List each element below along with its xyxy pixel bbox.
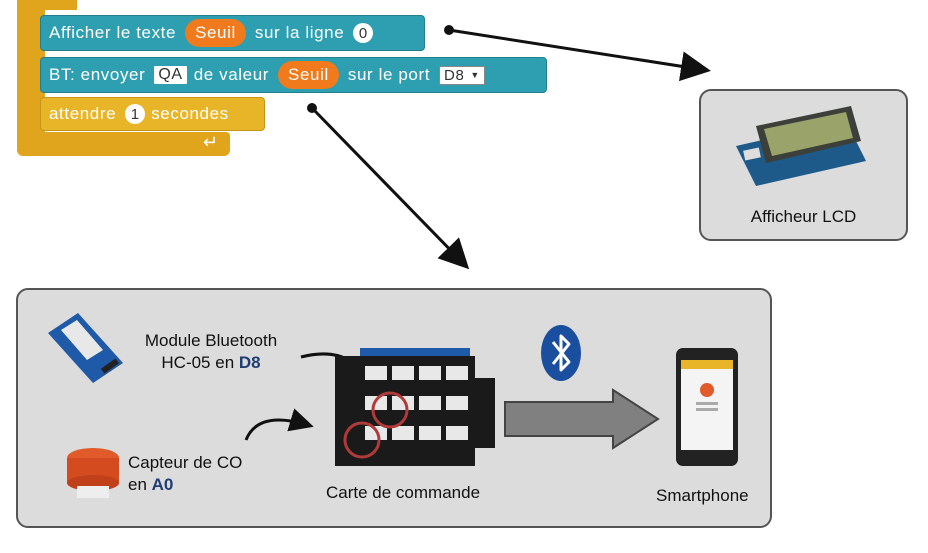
attendre-label: attendre: [49, 104, 117, 123]
bluetooth-line2: HC-05 en D8: [136, 352, 286, 374]
co-prefix: en: [128, 475, 152, 494]
port-value: D8: [444, 66, 465, 84]
bt-label: BT: envoyer: [49, 65, 146, 84]
afficher-label: Afficher le texte: [49, 23, 177, 42]
bt-name-input[interactable]: QA: [154, 66, 187, 84]
ligne-label: sur la ligne: [254, 23, 345, 42]
dropdown-arrow-icon: ▼: [470, 70, 480, 80]
loop-block-bottom: ↵: [17, 132, 230, 156]
smartphone-image: [676, 348, 738, 466]
smartphone-label: Smartphone: [656, 486, 749, 505]
bluetooth-line1: Module Bluetooth: [144, 331, 278, 350]
co-pin: A0: [151, 475, 174, 494]
board-label: Carte de commande: [326, 483, 481, 502]
co-line2: en A0: [128, 474, 242, 496]
co-line1: Capteur de CO: [128, 453, 243, 472]
control-board-image: [335, 348, 495, 466]
hardware-panel: Module Bluetooth HC-05 en D8 Capteur de …: [16, 288, 772, 528]
transmission-arrow: [504, 388, 660, 450]
loop-block-top: [17, 0, 77, 10]
bluetooth-module-image: [48, 313, 123, 383]
seconds-input[interactable]: 1: [125, 104, 146, 124]
bluetooth-prefix: HC-05 en: [161, 353, 239, 372]
lcd-display-image: [736, 106, 866, 186]
seuil-variable-bt[interactable]: Seuil: [278, 61, 339, 89]
bt-envoyer-block[interactable]: BT: envoyer QA de valeur Seuil sur le po…: [40, 57, 547, 93]
lcd-panel: Afficheur LCD: [699, 89, 908, 241]
loop-arrow-icon: ↵: [203, 132, 219, 152]
co-sensor-label: Capteur de CO en A0: [128, 452, 242, 496]
line-number-input[interactable]: 0: [353, 23, 374, 43]
valeur-label: de valeur: [193, 65, 270, 84]
port-dropdown[interactable]: D8 ▼: [439, 65, 485, 85]
bluetooth-icon: [541, 325, 581, 381]
attendre-block[interactable]: attendre 1 secondes: [40, 97, 265, 131]
secondes-label: secondes: [151, 104, 229, 123]
seuil-variable[interactable]: Seuil: [185, 19, 246, 47]
port-label: sur le port: [347, 65, 431, 84]
bluetooth-pin: D8: [238, 353, 261, 372]
bluetooth-module-label: Module Bluetooth HC-05 en D8: [136, 330, 286, 374]
lcd-label: Afficheur LCD: [750, 207, 857, 226]
co-sensor-image: [67, 448, 119, 498]
afficher-texte-block[interactable]: Afficher le texte Seuil sur la ligne 0: [40, 15, 425, 51]
